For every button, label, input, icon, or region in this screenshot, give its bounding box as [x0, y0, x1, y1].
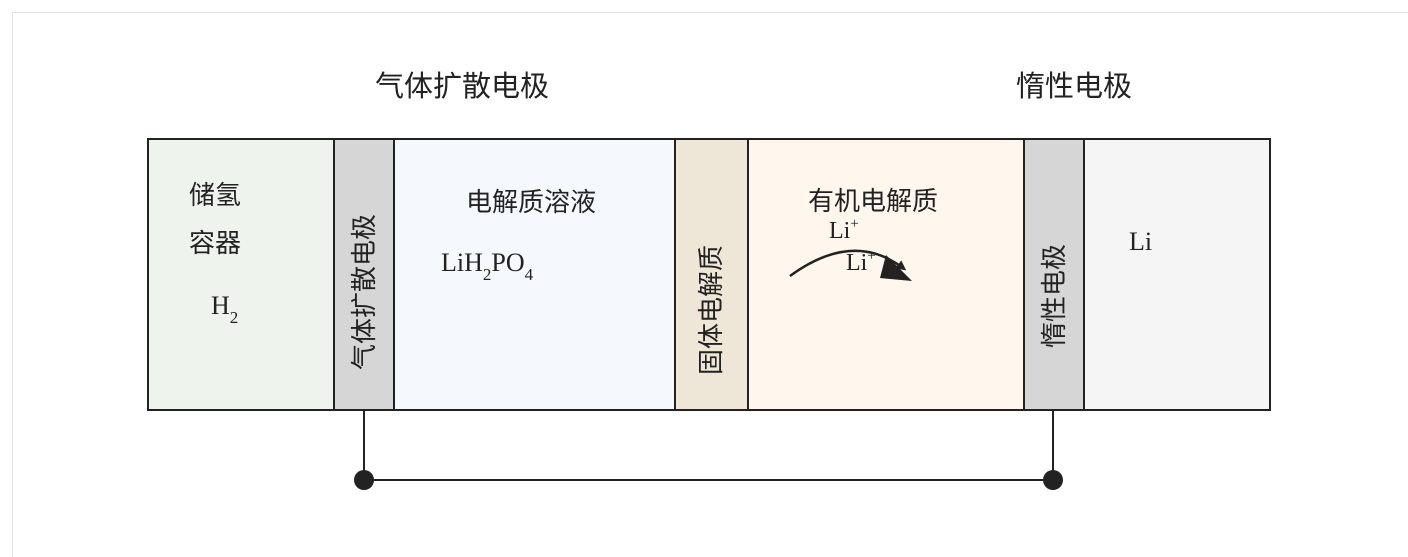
inert-electrode-label: 惰性电极 [1040, 244, 1070, 348]
formula-part-lih: LiH [441, 248, 483, 277]
formula-subscript-2: 4 [525, 265, 534, 284]
hydrogen-species-label: H2 [211, 291, 238, 327]
hydrogen-species-subscript: 2 [230, 308, 239, 327]
lithium-ion-1-charge: + [850, 216, 858, 232]
electrolyte-formula: LiH2PO4 [441, 248, 534, 284]
hydrogen-storage-label-line1: 储氢 [189, 181, 241, 211]
formula-part-po: PO [491, 248, 524, 277]
gas-diffusion-electrode-compartment [333, 138, 395, 411]
right-junction-dot [1043, 470, 1063, 490]
left-junction-dot [354, 470, 374, 490]
lithium-ion-2-symbol: Li [846, 250, 868, 276]
lithium-ion-2-charge: + [867, 248, 875, 264]
lithium-ion-label-2: Li+ [846, 248, 876, 276]
lithium-compartment [1083, 138, 1271, 411]
gas-diffusion-electrode-top-label: 气体扩散电极 [375, 69, 549, 103]
organic-electrolyte-label: 有机电解质 [808, 187, 938, 217]
electrolyte-solution-compartment [393, 138, 676, 411]
hydrogen-species-symbol: H [211, 291, 230, 320]
formula-subscript-1: 2 [483, 265, 492, 284]
solid-electrolyte-compartment [674, 138, 749, 411]
hydrogen-storage-label-line2: 容器 [189, 229, 241, 259]
inert-electrode-top-label: 惰性电极 [1016, 69, 1132, 103]
arrowhead-icon [880, 255, 912, 281]
gas-diffusion-electrode-label: 气体扩散电极 [350, 214, 380, 370]
solid-electrolyte-label: 固体电解质 [697, 245, 727, 375]
lithium-label: Li [1129, 227, 1152, 256]
lithium-ion-label-1: Li+ [829, 216, 859, 244]
lithium-ion-1-symbol: Li [829, 218, 851, 244]
electrolyte-solution-label: 电解质溶液 [466, 188, 596, 218]
hydrogen-storage-compartment [147, 138, 335, 411]
